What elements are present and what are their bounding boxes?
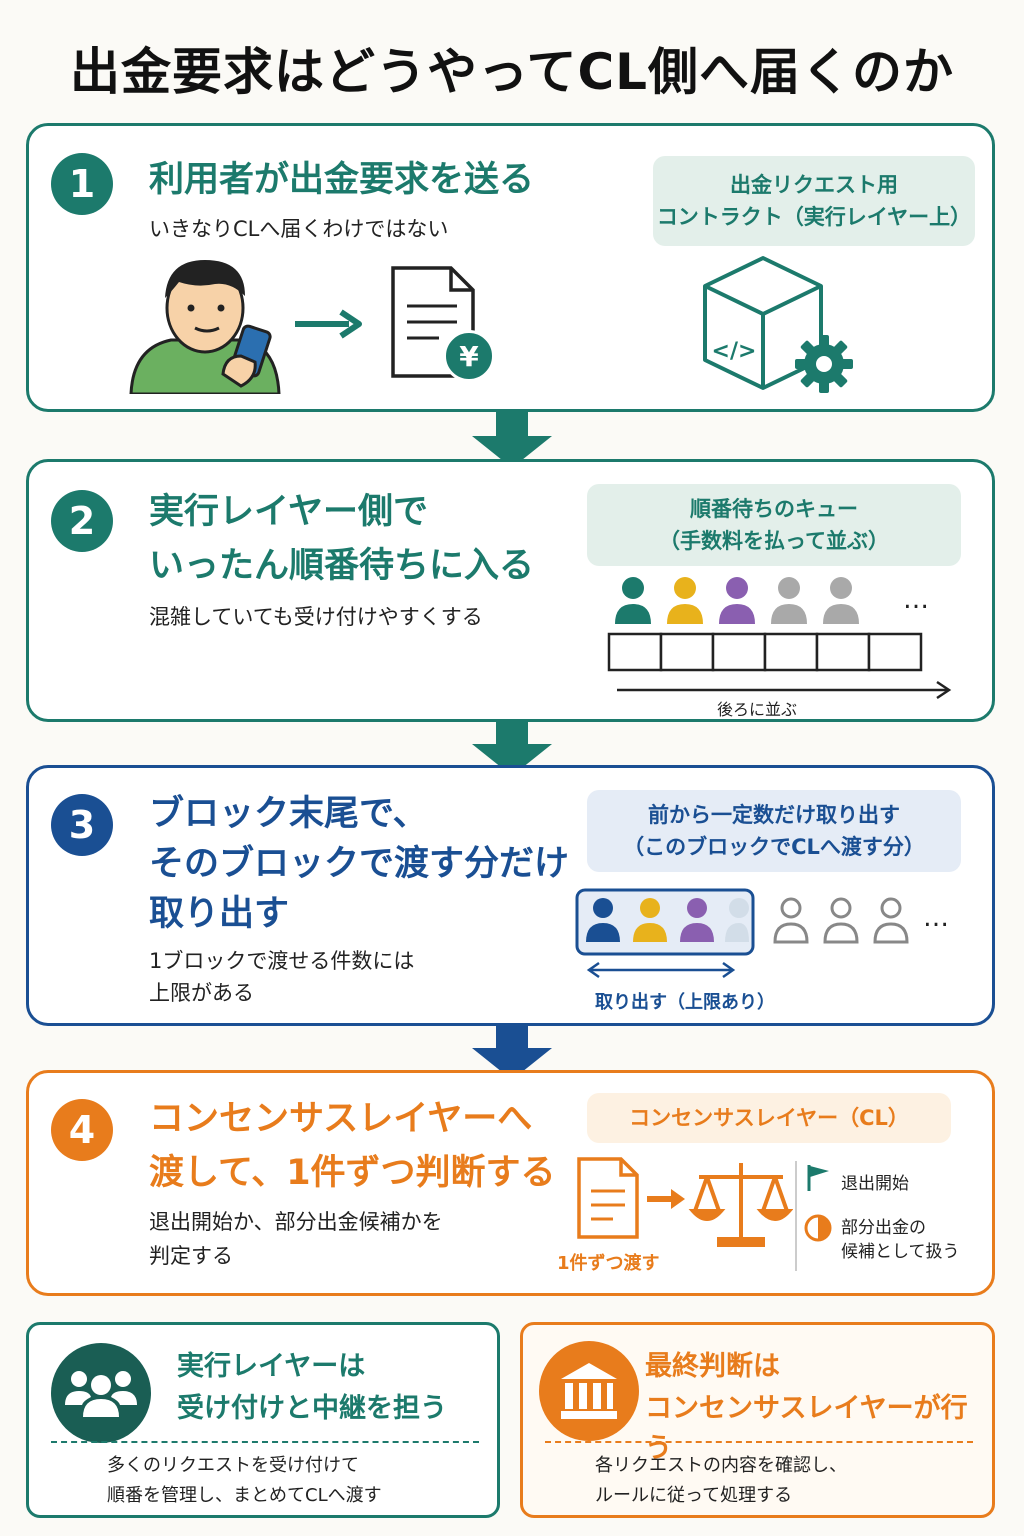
- step-3-subtext-line2: 上限がある: [149, 981, 254, 1005]
- flag-icon: [807, 1165, 829, 1191]
- step-1-card: 1 利用者が出金要求を送る いきなりCLへ届くわけではない 出金リクエスト用 コ…: [26, 123, 995, 412]
- step-4-number: 4: [51, 1099, 113, 1161]
- step-2-number: 2: [51, 490, 113, 552]
- summary-consensus-text-line2: ルールに従って処理する: [595, 1485, 793, 1506]
- outcome-divider: [795, 1161, 797, 1271]
- yen-coin-icon: ¥: [443, 330, 495, 382]
- outcome-partial-line1: 部分出金の: [841, 1218, 926, 1238]
- summary-execution-text-line2: 順番を管理し、まとめてCLへ渡す: [107, 1485, 382, 1506]
- step-2-queue-chip: 順番待ちのキュー （手数料を払って並ぶ）: [587, 484, 961, 566]
- step-4-card: 4 コンセンサスレイヤーへ 渡して、1件ずつ判断する 退出開始か、部分出金候補か…: [26, 1070, 995, 1296]
- step-3-number: 3: [51, 794, 113, 856]
- step-2-subtext: 混雑していても受け付けやすくする: [149, 605, 483, 629]
- chip-line: 前から一定数だけ取り出す: [648, 803, 900, 827]
- step-3-heading-line2: そのブロックで渡す分だけ: [149, 844, 570, 884]
- contract-cube-icon: </>: [703, 256, 823, 390]
- step-3-subtext-line1: 1ブロックで渡せる件数には: [149, 949, 415, 973]
- user-with-phone-icon: [129, 260, 281, 394]
- step-3-heading-line1: ブロック末尾で、: [149, 794, 428, 834]
- scale-icon: [688, 1163, 793, 1247]
- person-gray-icon: [823, 577, 859, 624]
- step-2-heading-line1: 実行レイヤー側で: [149, 492, 428, 532]
- outcome-exit: 退出開始: [841, 1174, 909, 1194]
- step-2-heading-line2: いったん順番待ちに入る: [149, 546, 535, 586]
- queue-caption: 後ろに並ぶ: [717, 700, 798, 719]
- summary-execution-heading-line1: 実行レイヤーは: [177, 1351, 366, 1382]
- summary-consensus-heading-line1: 最終判断は: [645, 1351, 780, 1382]
- people-group-icon: [51, 1343, 151, 1443]
- step-4-heading-line2: 渡して、1件ずつ判断する: [149, 1153, 556, 1193]
- arrow-right-icon: [647, 1189, 685, 1209]
- step-1-heading: 利用者が出金要求を送る: [149, 160, 535, 200]
- down-arrow-2-icon: [472, 722, 552, 776]
- gear-icon: [795, 335, 853, 393]
- request-document-icon: [577, 1157, 639, 1239]
- chip-line: 出金リクエスト用: [730, 173, 898, 197]
- person-purple-icon: [719, 577, 755, 624]
- person-blue-icon: [586, 898, 620, 942]
- person-faded-icon: [725, 898, 749, 942]
- down-arrow-3-icon: [472, 1026, 552, 1080]
- page-title: 出金要求はどうやってCL側へ届くのか: [69, 43, 955, 101]
- step-4-subtext-line1: 退出開始か、部分出金候補かを: [149, 1210, 443, 1234]
- yen-symbol: ¥: [459, 339, 479, 373]
- step-1-subtext: いきなりCLへ届くわけではない: [149, 217, 449, 241]
- person-gray-icon: [873, 897, 909, 944]
- person-purple-icon: [680, 898, 714, 942]
- pie-icon: [804, 1214, 832, 1242]
- more-ellipsis: …: [923, 903, 949, 933]
- summary-consensus-card: 最終判断は コンセンサスレイヤーが行う 各リクエストの内容を確認し、 ルールに従…: [520, 1322, 995, 1518]
- summary-consensus-text-line1: 各リクエストの内容を確認し、: [595, 1455, 847, 1476]
- arrow-right-icon: [295, 309, 362, 339]
- outcome-partial-line2: 候補として扱う: [841, 1242, 960, 1262]
- more-ellipsis: …: [903, 585, 929, 615]
- chip-line: コンセンサスレイヤー（CL）: [629, 1106, 909, 1130]
- chip-line: （このブロックでCLへ渡す分）: [623, 835, 925, 859]
- summary-execution-heading-line2: 受け付けと中継を担う: [177, 1393, 447, 1424]
- person-gray-icon: [771, 577, 807, 624]
- pass-caption: 1件ずつ渡す: [557, 1253, 660, 1274]
- chip-line: コントラクト（実行レイヤー上）: [656, 205, 972, 229]
- step-3-heading-line3: 取り出す: [149, 894, 290, 934]
- step-4-heading-line1: コンセンサスレイヤーへ: [149, 1099, 533, 1139]
- step-1-number: 1: [51, 153, 113, 215]
- person-yellow-icon: [633, 898, 667, 942]
- queue-diagram: …: [607, 577, 952, 700]
- take-caption: 取り出す（上限あり）: [595, 992, 775, 1013]
- step-4-cl-chip: コンセンサスレイヤー（CL）: [587, 1093, 951, 1143]
- judge-diagram: [577, 1157, 793, 1247]
- person-yellow-icon: [667, 577, 703, 624]
- person-gray-icon: [773, 897, 809, 944]
- step-3-take-chip: 前から一定数だけ取り出す （このブロックでCLへ渡す分）: [587, 790, 961, 872]
- summary-execution-card: 実行レイヤーは 受け付けと中継を担う 多くのリクエストを受け付けて 順番を管理し…: [26, 1322, 500, 1518]
- step-2-card: 2 実行レイヤー側で いったん順番待ちに入る 混雑していても受け付けやすくする …: [26, 459, 995, 722]
- summary-divider: [51, 1441, 479, 1443]
- summary-divider: [545, 1441, 973, 1443]
- chip-line: 順番待ちのキュー: [690, 497, 858, 521]
- step-3-card: 3 ブロック末尾で、 そのブロックで渡す分だけ 取り出す 1ブロックで渡せる件数…: [26, 765, 995, 1026]
- step-1-contract-chip: 出金リクエスト用 コントラクト（実行レイヤー上）: [653, 156, 975, 246]
- person-gray-icon: [823, 897, 859, 944]
- step-4-subtext-line2: 判定する: [149, 1244, 233, 1268]
- take-out-diagram: …: [575, 888, 949, 979]
- bank-icon: [539, 1341, 639, 1441]
- person-teal-icon: [615, 577, 651, 624]
- queue-slots: [607, 632, 923, 672]
- summary-consensus-heading-line2: コンセンサスレイヤーが行う: [645, 1393, 968, 1464]
- down-arrow-1-icon: [472, 412, 552, 468]
- chip-line: （手数料を払って並ぶ）: [659, 529, 889, 553]
- code-symbol: </>: [712, 339, 757, 364]
- summary-execution-text-line1: 多くのリクエストを受け付けて: [107, 1455, 359, 1476]
